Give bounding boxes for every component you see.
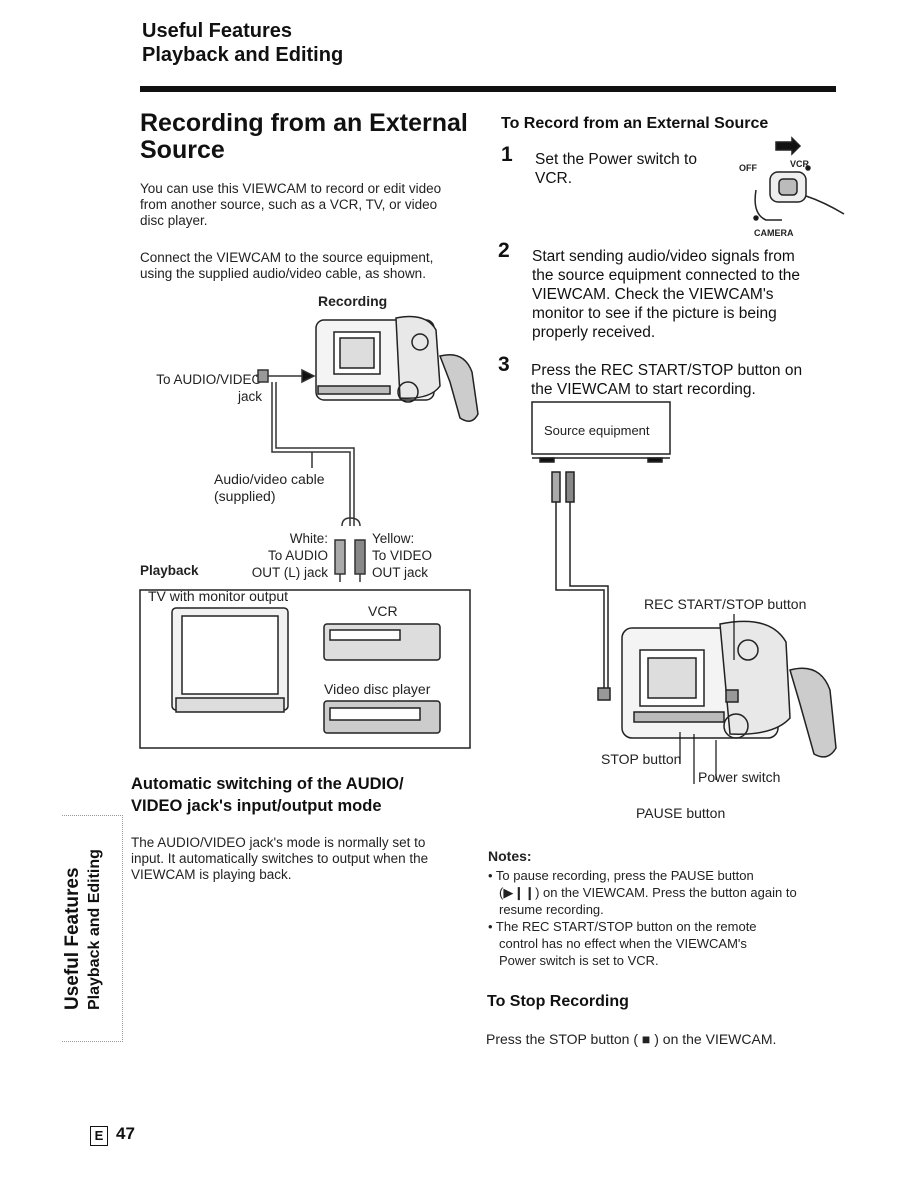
- subsection-title: Playback and Editing: [142, 44, 344, 66]
- source-equipment-label: Source equipment: [544, 423, 650, 438]
- vcr-label: VCR: [368, 603, 398, 619]
- stop-recording-heading: To Stop Recording: [487, 993, 629, 1010]
- tv-label: TV with monitor output: [148, 588, 289, 604]
- playback-label: Playback: [140, 563, 199, 578]
- disc-player-label: Video disc player: [324, 681, 431, 697]
- callout-lines: [679, 614, 735, 784]
- side-tab-frame: [62, 815, 123, 1042]
- playback-equipment-box: [139, 589, 471, 749]
- source-equipment-illustration: [531, 401, 671, 701]
- switch-vcr-label: VCR: [790, 159, 810, 169]
- notes-title: Notes:: [488, 848, 532, 864]
- switch-camera-label: CAMERA: [754, 228, 794, 238]
- auto-switch-heading: Automatic switching of the AUDIO/VIDEO j…: [131, 775, 404, 815]
- connect-paragraph: Connect the VIEWCAM to the source equipm…: [140, 250, 434, 281]
- recording-label: Recording: [318, 293, 388, 309]
- intro-paragraph: You can use this VIEWCAM to record or ed…: [140, 181, 442, 228]
- step-2-number: 2: [498, 239, 510, 262]
- section-title: Useful Features: [142, 20, 293, 42]
- page-number: 47: [116, 1124, 135, 1143]
- pause-button-label: PAUSE button: [636, 805, 726, 821]
- stop-button-label: STOP button: [601, 751, 682, 767]
- record-heading: To Record from an External Source: [501, 115, 769, 132]
- power-switch-label: Power switch: [698, 769, 781, 785]
- switch-off-label: OFF: [739, 163, 757, 173]
- language-badge: E: [90, 1126, 108, 1146]
- note-1: • To pause recording, press the PAUSE bu…: [488, 868, 797, 917]
- note-2: • The REC START/STOP button on the remot…: [488, 919, 757, 968]
- stop-recording-text: Press the STOP button ( ■ ) on the VIEWC…: [486, 1031, 777, 1047]
- step-3-number: 3: [498, 353, 510, 376]
- header-rule: [140, 86, 836, 92]
- cable-label: Audio/video cable(supplied): [214, 471, 325, 504]
- auto-switch-paragraph: The AUDIO/VIDEO jack's mode is normally …: [131, 835, 429, 882]
- power-switch-illustration: [753, 136, 845, 221]
- rec-button-label: REC START/STOP button: [644, 596, 807, 612]
- camcorder-left-illustration: [315, 315, 479, 422]
- av-cable-left: [256, 368, 366, 582]
- camcorder-right-illustration: [621, 620, 837, 758]
- step-1-number: 1: [501, 143, 513, 166]
- page-title: Recording from an External Source: [140, 109, 468, 164]
